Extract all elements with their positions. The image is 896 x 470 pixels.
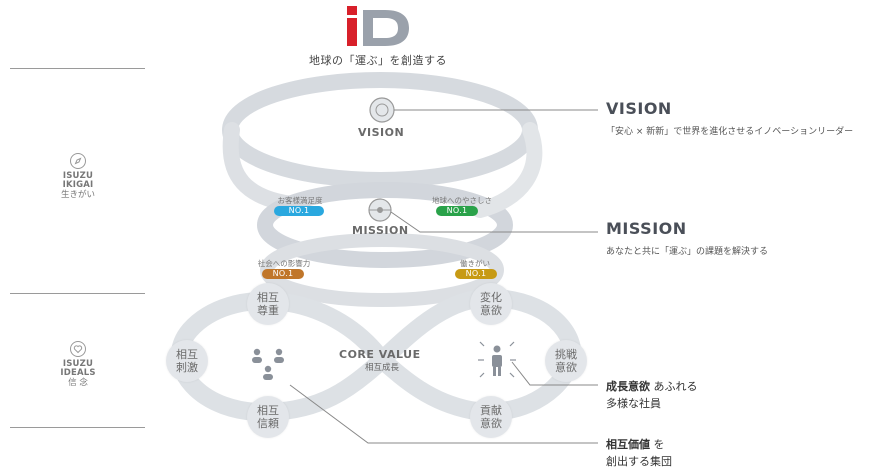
mission-title: MISSION — [606, 219, 687, 238]
node-change-desire: 変化 意欲 — [470, 283, 512, 325]
badge-caption: 働きがい — [460, 259, 490, 268]
badge-caption: お客様満足度 — [277, 196, 323, 205]
vision-icon — [369, 97, 395, 123]
tagline: 地球の「運ぶ」を創造する — [309, 54, 447, 67]
core-value-sub: 相互成長 — [365, 363, 400, 373]
node-challenge-desire: 挑戦 意欲 — [545, 340, 587, 382]
value-rest: を — [650, 438, 665, 451]
mission-ring-label: MISSION — [352, 224, 409, 237]
value-line2: 創出する集団 — [606, 455, 672, 468]
vision-text: 「安心 × 新新」で世界を進化させるイノベーションリーダー — [606, 127, 854, 137]
person-arrows-icon — [478, 341, 516, 378]
badge-caption: 社会への影響力 — [257, 259, 311, 268]
id-logo — [347, 6, 409, 46]
growth-text: 成長意欲 あふれる 多様な社員 — [606, 378, 698, 412]
badge-caption: 地球へのやさしさ — [432, 196, 492, 205]
people-group-icon — [252, 348, 284, 380]
spiral-connector-2 — [472, 122, 543, 218]
growth-line2: 多様な社員 — [606, 397, 661, 410]
badge-customer-satisfaction: お客様満足度 NO.1 — [274, 195, 340, 216]
ideals-label: ISUZU IDEALS 信 念 — [40, 340, 116, 389]
divider-bottom — [10, 427, 145, 428]
mission-text: あなたと共に「運ぶ」の課題を解決する — [606, 247, 769, 257]
ideals-en1: ISUZU — [62, 359, 94, 369]
core-value-label: CORE VALUE — [339, 348, 421, 361]
value-leader-line — [289, 384, 598, 444]
vision-title: VISION — [606, 99, 672, 118]
ideals-jp: 信 念 — [68, 378, 88, 388]
badge-label: NO.1 — [455, 269, 497, 279]
value-bold: 相互価値 — [606, 438, 650, 451]
badge-earth-friendly: 地球へのやさしさ NO.1 — [432, 195, 502, 216]
ikigai-en2: IKIGAI — [62, 180, 94, 190]
node-mutual-stimulus: 相互 刺激 — [166, 340, 208, 382]
growth-leader-line — [511, 361, 598, 386]
node-contribution-desire: 貢献 意欲 — [470, 396, 512, 438]
divider-middle — [10, 293, 145, 294]
growth-bold: 成長意欲 — [606, 380, 650, 393]
badge-label: NO.1 — [274, 206, 324, 216]
growth-rest: あふれる — [650, 380, 698, 393]
badge-social-impact: 社会への影響力 NO.1 — [258, 258, 324, 279]
divider-top — [10, 68, 145, 69]
badge-label: NO.1 — [262, 269, 304, 279]
mission-ring — [257, 182, 513, 268]
node-mutual-trust: 相互 信頼 — [247, 396, 289, 438]
ikigai-jp: 生きがい — [60, 190, 95, 200]
heart-icon — [70, 341, 86, 357]
mission-leader-line — [390, 211, 598, 233]
vision-ring-label: VISION — [358, 126, 405, 139]
ikigai-en1: ISUZU — [62, 171, 94, 181]
badge-label: NO.1 — [436, 206, 478, 216]
ikigai-label: ISUZU IKIGAI 生きがい — [40, 152, 116, 201]
badge-job-satisfaction: 働きがい NO.1 — [455, 258, 515, 279]
compass-icon — [70, 153, 86, 169]
value-text: 相互価値 を 創出する集団 — [606, 436, 672, 470]
ideals-en2: IDEALS — [60, 368, 96, 378]
node-mutual-respect: 相互 尊重 — [247, 283, 289, 325]
